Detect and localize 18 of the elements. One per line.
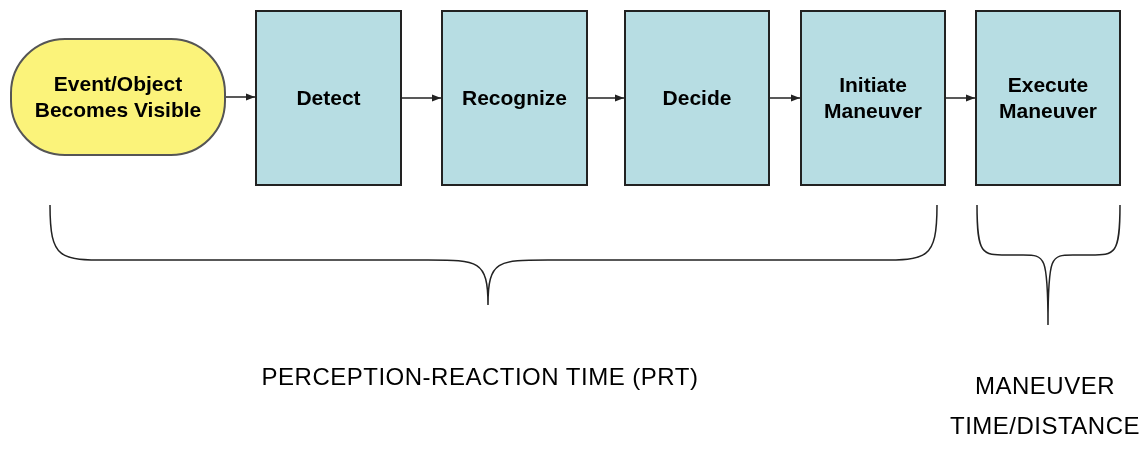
node-label: Initiate Maneuver xyxy=(822,71,923,124)
arrow xyxy=(225,93,256,101)
bracket-label: MANEUVER TIME/DISTANCE xyxy=(948,371,1142,441)
process-box xyxy=(441,10,588,186)
process-box xyxy=(624,10,770,186)
arrow xyxy=(945,94,976,102)
arrow xyxy=(769,94,801,102)
node-label: Recognize xyxy=(461,84,568,111)
process-box xyxy=(800,10,946,186)
process-box xyxy=(975,10,1121,186)
process-box xyxy=(255,10,402,186)
node-label: Decide xyxy=(661,84,733,111)
bracket-label: PERCEPTION-REACTION TIME (PRT) xyxy=(260,362,700,392)
node-label: Execute Maneuver xyxy=(997,71,1098,124)
node-label: Event/Object Becomes Visible xyxy=(33,70,203,123)
node-label: Detect xyxy=(295,84,362,111)
arrow xyxy=(587,94,625,102)
arrow xyxy=(401,94,442,102)
